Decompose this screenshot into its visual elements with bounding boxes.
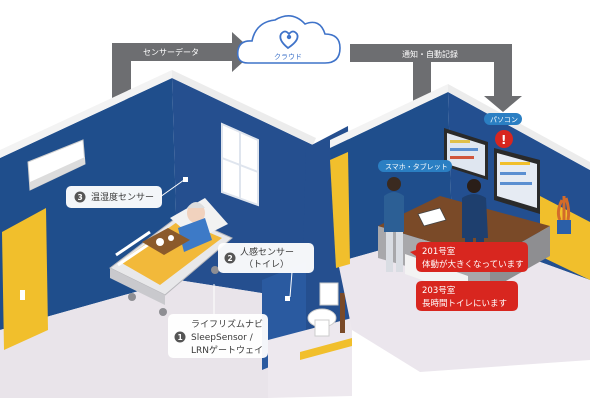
cloud-label: クラウド [274, 53, 302, 61]
alert-icon-glyph: ! [501, 133, 506, 147]
phone-tablet-tag-label: スマホ・タブレット [385, 162, 448, 171]
toilet [307, 282, 345, 337]
notify-record-label: 通知・自動記録 [402, 49, 458, 59]
bedroom-window [221, 122, 259, 207]
air-conditioner [27, 139, 86, 191]
callout-motion-sensor: 2 人感センサー （トイレ） [218, 243, 314, 298]
callout-1-line3: LRNゲートウェイ [191, 344, 263, 356]
pc-monitors [444, 128, 540, 214]
cloud: クラウド [236, 15, 341, 64]
callout-temp-humidity: 3 温湿度センサー [66, 179, 185, 208]
staff-member-left [384, 177, 404, 272]
patient [178, 202, 212, 252]
alert-203-message: 長時間トイレにいます [422, 299, 507, 309]
callout-1-line2: SleepSensor / [191, 333, 254, 343]
callout-2-number: 2 [228, 254, 233, 263]
alert-201-message: 体動が大きくなっています [422, 259, 524, 270]
toilet-room [262, 126, 352, 398]
sensor-data-label: センサーデータ [143, 47, 199, 57]
callout-2-line2: （トイレ） [244, 259, 289, 270]
callout-1-line1: ライフリズムナビ [191, 318, 263, 330]
notify-record-arrow: 通知・自動記録 [350, 44, 522, 145]
plant [556, 196, 571, 234]
callout-sleep-sensor: 1 ライフリズムナビ SleepSensor / LRNゲートウェイ [168, 284, 268, 358]
phone-tablet-tag: スマホ・タブレット [378, 160, 452, 172]
bedroom-door [2, 208, 48, 350]
callout-1-number: 1 [178, 333, 183, 342]
callout-2-line1: 人感センサー [240, 246, 294, 258]
over-bed-table [142, 228, 190, 255]
callout-3-number: 3 [78, 193, 83, 202]
alert-203-room: 203号室 [422, 285, 456, 296]
alert-201-room: 201号室 [422, 246, 456, 257]
alert-bubble-201: 201号室 体動が大きくなっています [410, 242, 528, 272]
callout-3-text: 温湿度センサー [91, 191, 154, 203]
alert-icon: ! [495, 130, 513, 148]
pc-tag: パソコン [484, 113, 522, 125]
temp-humidity-sensor [183, 177, 188, 182]
heart-hand-icon [279, 30, 299, 50]
alert-bubble-203: 203号室 長時間トイレにいます [416, 281, 518, 311]
sensor-data-arrow: センサーデータ [112, 32, 254, 100]
motion-sensor-device [285, 296, 290, 301]
pc-tag-label: パソコン [490, 116, 518, 124]
tablet [417, 207, 447, 227]
